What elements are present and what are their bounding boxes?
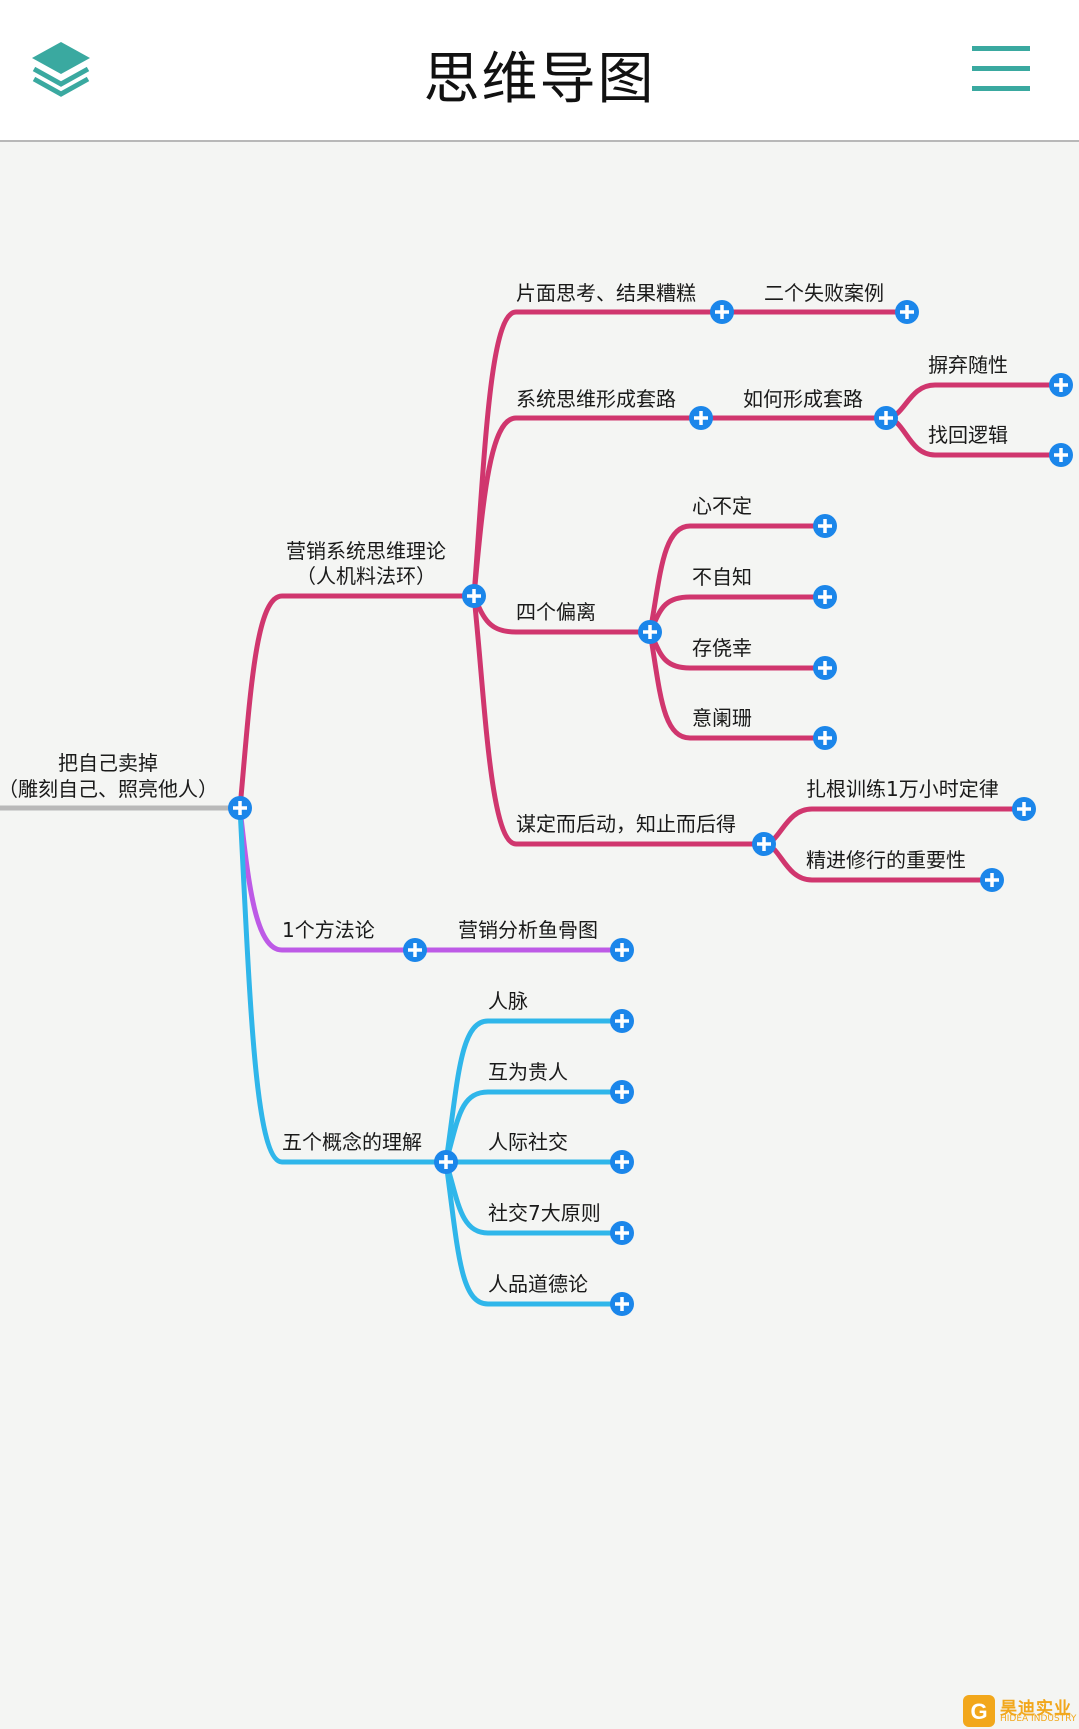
plan-expand-button[interactable]: [752, 832, 776, 856]
node-how-to-form[interactable]: 如何形成套路: [743, 387, 863, 411]
how-to-form-expand-button[interactable]: [874, 406, 898, 430]
node-social-interaction[interactable]: 人际社交: [488, 1130, 568, 1154]
node-one-method[interactable]: 1个方法论: [282, 918, 375, 942]
concepts-expand-button[interactable]: [434, 1150, 458, 1174]
two-failures-expand-button[interactable]: [895, 300, 919, 324]
principles-expand-button[interactable]: [610, 1221, 634, 1245]
theory-label-line2: （人机料法环）: [296, 564, 436, 588]
node-abandon-randomness[interactable]: 摒弃随性: [928, 353, 1008, 377]
unaware-expand-button[interactable]: [813, 585, 837, 609]
node-fishbone[interactable]: 营销分析鱼骨图: [458, 918, 598, 942]
abandon-expand-button[interactable]: [1049, 373, 1073, 397]
root-label-line1: 把自己卖掉: [58, 751, 158, 775]
node-10000-hours[interactable]: 扎根训练1万小时定律: [806, 777, 999, 801]
regain-logic-expand-button[interactable]: [1049, 443, 1073, 467]
node-theory[interactable]: 营销系统思维理论 （人机料法环）: [286, 539, 446, 588]
layers-button[interactable]: [28, 36, 94, 102]
brand-logo-icon: G: [963, 1695, 995, 1727]
theory-expand-button[interactable]: [462, 584, 486, 608]
node-system-thinking[interactable]: 系统思维形成套路: [516, 387, 676, 411]
node-character-morality[interactable]: 人品道德论: [488, 1272, 588, 1296]
theory-label-line1: 营销系统思维理论: [286, 539, 446, 563]
unsettled-expand-button[interactable]: [813, 514, 837, 538]
node-one-sided[interactable]: 片面思考、结果糟糕: [516, 281, 696, 305]
menu-button[interactable]: [966, 44, 1032, 94]
deviations-expand-button[interactable]: [638, 620, 662, 644]
edges-concepts: [237, 805, 625, 1307]
node-plan-then-act[interactable]: 谋定而后动，知止而后得: [516, 812, 736, 836]
page-title: 思维导图: [423, 47, 656, 112]
node-waning-will[interactable]: 意阑珊: [692, 706, 752, 730]
cultivation-expand-button[interactable]: [980, 868, 1004, 892]
node-seven-principles[interactable]: 社交7大原则: [488, 1201, 601, 1225]
luck-expand-button[interactable]: [813, 656, 837, 680]
morality-expand-button[interactable]: [610, 1292, 634, 1316]
svg-text:G: G: [970, 1699, 987, 1724]
brand-name: 昊迪实业: [1000, 1699, 1072, 1719]
node-two-failures[interactable]: 二个失败案例: [764, 281, 884, 305]
social-expand-button[interactable]: [610, 1150, 634, 1174]
one-sided-expand-button[interactable]: [710, 300, 734, 324]
node-five-concepts[interactable]: 五个概念的理解: [282, 1130, 422, 1154]
method-expand-button[interactable]: [403, 938, 427, 962]
node-mutual-benefactors[interactable]: 互为贵人: [488, 1060, 568, 1084]
brand-watermark: G 昊迪实业 HIDEA INDUSTRY: [962, 1694, 1079, 1729]
hours-expand-button[interactable]: [1012, 797, 1036, 821]
node-four-deviations[interactable]: 四个偏离: [516, 600, 596, 624]
node-connections[interactable]: 人脉: [488, 989, 528, 1013]
root-expand-button[interactable]: [228, 796, 252, 820]
brand-english: HIDEA INDUSTRY: [1000, 1714, 1077, 1724]
node-root[interactable]: 把自己卖掉 （雕刻自己、照亮他人）: [0, 751, 218, 801]
layers-icon: [32, 42, 90, 97]
hamburger-menu-icon: [972, 46, 1030, 91]
node-regain-logic[interactable]: 找回逻辑: [928, 423, 1008, 447]
app-header: 思维导图: [0, 0, 1079, 142]
node-luck[interactable]: 存侥幸: [692, 636, 752, 660]
benefactors-expand-button[interactable]: [610, 1080, 634, 1104]
node-cultivation[interactable]: 精进修行的重要性: [806, 848, 966, 872]
system-expand-button[interactable]: [689, 406, 713, 430]
connections-expand-button[interactable]: [610, 1009, 634, 1033]
node-unaware[interactable]: 不自知: [692, 565, 752, 589]
node-unsettled-mind[interactable]: 心不定: [692, 494, 752, 518]
fishbone-expand-button[interactable]: [610, 938, 634, 962]
root-label-line2: （雕刻自己、照亮他人）: [0, 777, 218, 801]
waning-expand-button[interactable]: [813, 726, 837, 750]
